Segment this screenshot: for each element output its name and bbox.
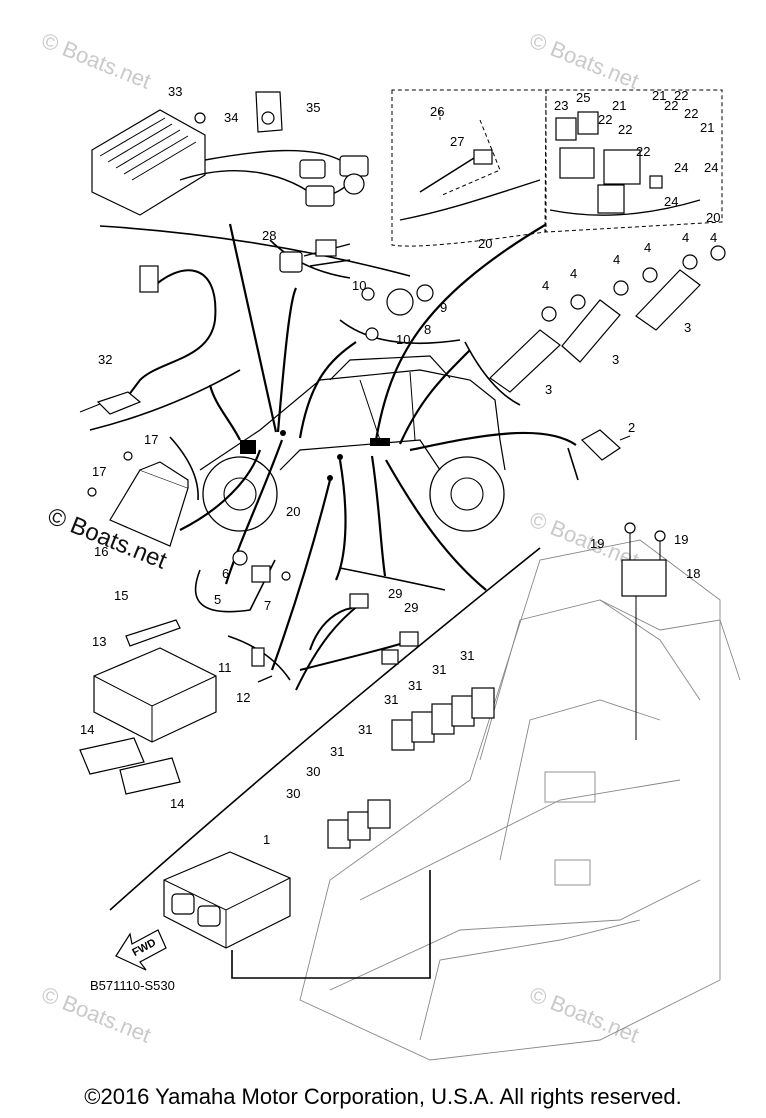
callout: 4: [710, 230, 717, 245]
callout: 22: [684, 106, 698, 121]
callout: 29: [388, 586, 402, 601]
callout: 8: [424, 322, 431, 337]
callout: 22: [674, 88, 688, 103]
callout: 4: [542, 278, 549, 293]
callout: 22: [636, 144, 650, 159]
callout: 25: [576, 90, 590, 105]
callout: 6: [222, 566, 229, 581]
callout: 31: [460, 648, 474, 663]
callout: 20: [706, 210, 720, 225]
part-connector-28: [279, 239, 351, 273]
callout: 21: [612, 98, 626, 113]
part-switch-11: [251, 647, 273, 683]
callout: 35: [306, 100, 320, 115]
part-harness-29: [295, 593, 419, 691]
part-ecm-33: [91, 91, 369, 216]
watermark: © Boats.net: [526, 981, 642, 1047]
callout: 19: [674, 532, 688, 547]
callout: 22: [618, 122, 632, 137]
callout: 22: [598, 112, 612, 127]
callout: 22: [664, 98, 678, 113]
part-relay-18: [621, 522, 667, 740]
callout: 34: [224, 110, 238, 125]
part-sensor-5: [232, 550, 291, 583]
callout: 17: [144, 432, 158, 447]
callout: 16: [94, 544, 108, 559]
callout: 26: [430, 104, 444, 119]
callout: 3: [612, 352, 619, 367]
callout: 1: [263, 832, 270, 847]
watermark: © Boats.net: [38, 27, 154, 93]
callout: 9: [440, 300, 447, 315]
callout: 13: [92, 634, 106, 649]
part-relays-31: [327, 687, 495, 849]
copyright-notice: ©2016 Yamaha Motor Corporation, U.S.A. A…: [84, 1084, 682, 1109]
callout: 17: [92, 464, 106, 479]
callout: 20: [286, 504, 300, 519]
callout: 21: [652, 88, 666, 103]
callout: 28: [262, 228, 276, 243]
callout: 24: [664, 194, 678, 209]
part-sensor-8: [361, 284, 434, 341]
callout: 4: [644, 240, 651, 255]
part-sensor-32: [79, 265, 217, 415]
callout: 4: [613, 252, 620, 267]
callout: 33: [168, 84, 182, 99]
callout: 31: [432, 662, 446, 677]
watermark: © Boats.net: [526, 27, 642, 93]
leader-lines: [179, 223, 577, 671]
callout: 32: [98, 352, 112, 367]
callout: 3: [545, 382, 552, 397]
callout: 12: [236, 690, 250, 705]
callout: 29: [404, 600, 418, 615]
callout: 3: [684, 320, 691, 335]
part-code: B571110-S530: [90, 978, 175, 993]
fwd-arrow: FWD: [115, 929, 167, 971]
part-ecu-1: [163, 851, 291, 949]
callout: 24: [704, 160, 718, 175]
part-injectors-3: [489, 245, 726, 393]
part-battery-13: [79, 619, 217, 795]
callout: 23: [554, 98, 568, 113]
part-relays-box: [399, 111, 701, 221]
part-bracket-16: [87, 451, 189, 547]
callout: 2: [628, 420, 635, 435]
callout: 15: [114, 588, 128, 603]
callout: 30: [286, 786, 300, 801]
callout: 30: [306, 764, 320, 779]
group-outlines: [89, 89, 723, 979]
callout: 4: [682, 230, 689, 245]
callout: 18: [686, 566, 700, 581]
callout: 27: [450, 134, 464, 149]
callout: 31: [358, 722, 372, 737]
callout: 14: [170, 796, 184, 811]
callout-labels: 1 2 3 3 3 4 4 4 4 4 4 5 6 7 8 9 10 10 11…: [80, 84, 720, 847]
callout: 20: [478, 236, 492, 251]
callout: 31: [330, 744, 344, 759]
vehicle-illustration: [199, 355, 506, 532]
callout: 19: [590, 536, 604, 551]
callout: 5: [214, 592, 221, 607]
callout: 24: [674, 160, 688, 175]
callout: 10: [396, 332, 410, 347]
callout: 4: [570, 266, 577, 281]
relay-location-marker: [240, 440, 256, 454]
callout: 7: [264, 598, 271, 613]
callout: 31: [408, 678, 422, 693]
callout: 11: [218, 660, 232, 675]
callout: 10: [352, 278, 366, 293]
callout: 21: [700, 120, 714, 135]
part-sensor-2: [581, 429, 631, 461]
callout: 31: [384, 692, 398, 707]
vehicle-frame: [299, 539, 741, 1061]
callout: 14: [80, 722, 94, 737]
ecu-location-marker: [370, 438, 390, 446]
